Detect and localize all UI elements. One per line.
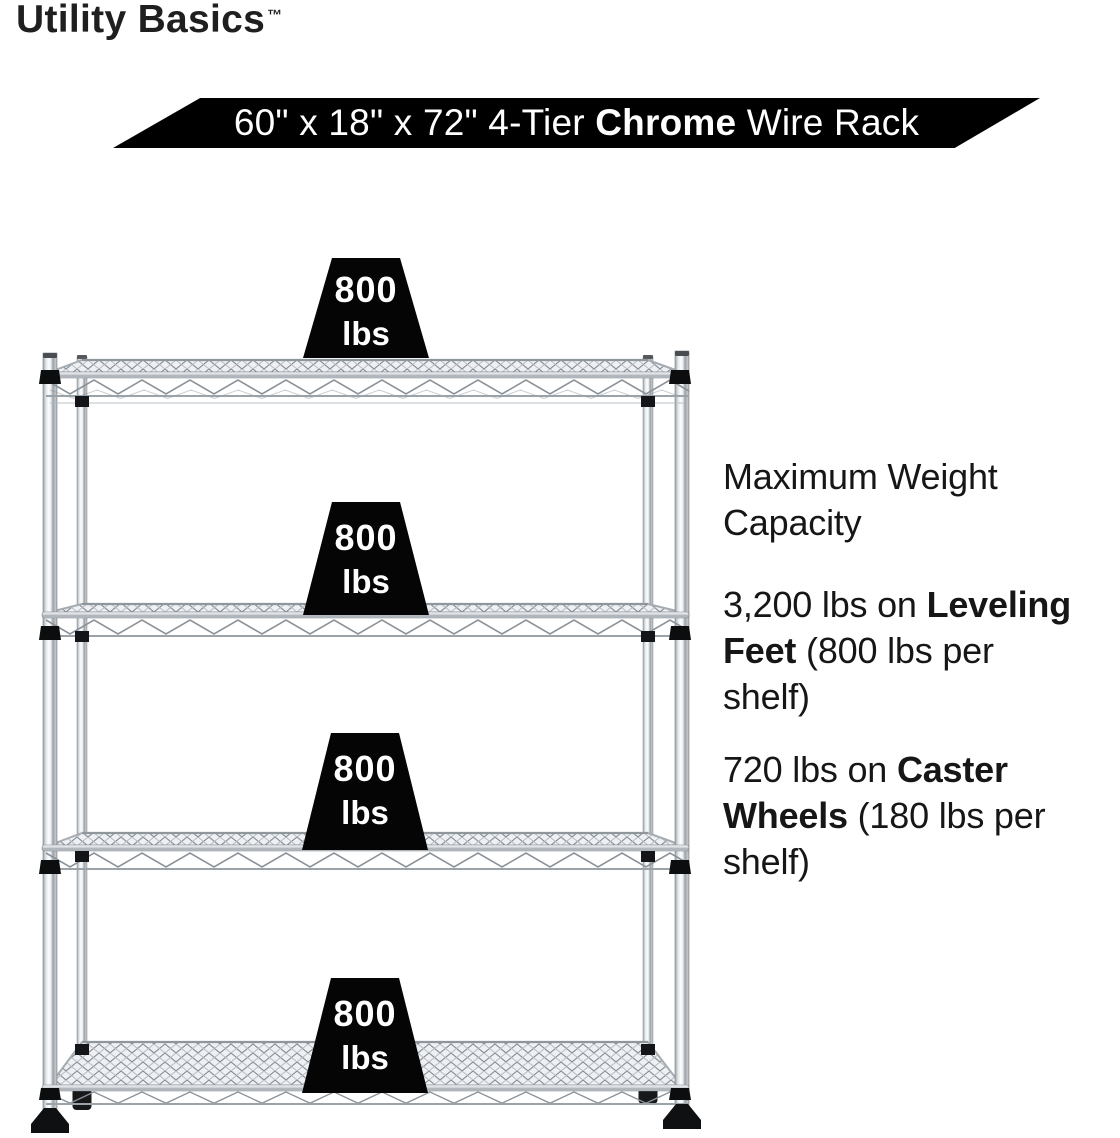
front-posts (42, 350, 690, 1111)
weight-unit: lbs (341, 1039, 389, 1076)
back-left-foot (72, 1088, 92, 1110)
brand-name: Utility Basics (16, 0, 266, 41)
title-banner: 60" x 18" x 72" 4-Tier Chrome Wire Rack (113, 98, 1040, 148)
weight-badge-tier-1: 800 lbs (303, 258, 429, 358)
weight-value: 800 (333, 748, 397, 789)
weight-value: 800 (334, 269, 398, 310)
weight-value: 800 (333, 993, 397, 1034)
shelf-2 (39, 611, 691, 642)
weight-unit: lbs (342, 563, 390, 600)
shelf-1 (39, 370, 691, 407)
trademark-symbol: ™ (267, 7, 283, 24)
weight-unit: lbs (341, 794, 389, 831)
product-title: 60" x 18" x 72" 4-Tier Chrome Wire Rack (233, 102, 920, 143)
weight-value: 800 (334, 517, 398, 558)
shelf-surfaces (49, 358, 682, 1086)
leveling-feet (31, 1104, 701, 1133)
weight-unit: lbs (342, 315, 390, 352)
